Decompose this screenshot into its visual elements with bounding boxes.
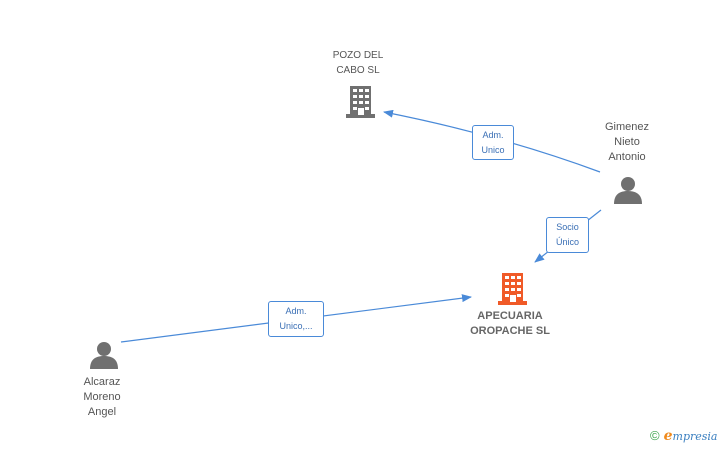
copyright-icon: © (650, 428, 660, 443)
person-label-gimenez[interactable]: Gimenez Nieto Antonio (604, 121, 650, 163)
edge-label-socio-unico: Socio Único (546, 217, 589, 253)
building-icon[interactable] (496, 271, 529, 305)
person-label-alcaraz[interactable]: Alcaraz Moreno Angel (83, 376, 121, 418)
empresia-logo: ©empresia (650, 428, 718, 444)
company-label-pozo[interactable]: POZO DEL CABO SL (332, 50, 384, 76)
person-icon[interactable] (613, 175, 643, 205)
company-label-apecuaria[interactable]: APECUARIA OROPACHE SL (470, 310, 550, 337)
edge-label-adm-unico-etc: Adm. Unico,... (268, 301, 324, 337)
building-icon[interactable] (344, 84, 377, 118)
person-icon[interactable] (89, 340, 119, 370)
edge-label-adm-unico: Adm. Unico (472, 125, 514, 160)
